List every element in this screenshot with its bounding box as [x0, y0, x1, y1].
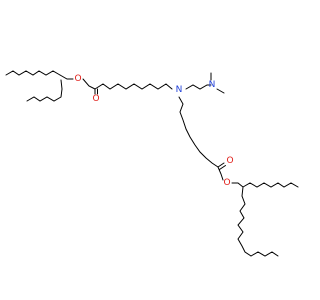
upper-carbonyl-oxygen-label: O [92, 94, 99, 104]
upper-ester-oxygen-label: O [74, 74, 81, 84]
upper-pentyl-chain [26, 79, 63, 102]
dimethylamino-nitrogen-label: N [209, 80, 216, 90]
lower-hexyl-chain [237, 186, 252, 257]
lower-ester-oxygen-label: O [223, 178, 230, 188]
lower-carbonyl-oxygen-label: O [226, 156, 233, 166]
heteroatom-labels: O O N N O O [74, 74, 233, 188]
upper-hexyl-chain [5, 70, 61, 76]
lower-carbonyl-double-bond-b [219, 165, 226, 170]
lower-decyl-linker [178, 96, 219, 168]
bond-skeleton [5, 70, 299, 257]
aminoethyl-branch [185, 84, 212, 90]
upper-ester-single-bond [59, 74, 74, 80]
lower-pentyl-chain [242, 182, 299, 188]
lower-ester-link [217, 166, 224, 181]
lower-carbonyl-double-bond-a [217, 162, 225, 168]
lower-ester-single-bond [231, 182, 244, 188]
molecule-structure-diagram: O O N N O O [5, 70, 299, 257]
upper-decyl-linker [94, 83, 173, 90]
n-methyl-bond-right [216, 88, 225, 94]
amine-nitrogen-label: N [176, 85, 183, 95]
upper-ester-link [82, 78, 96, 90]
lower-hexyl-chain-tail [250, 251, 279, 257]
